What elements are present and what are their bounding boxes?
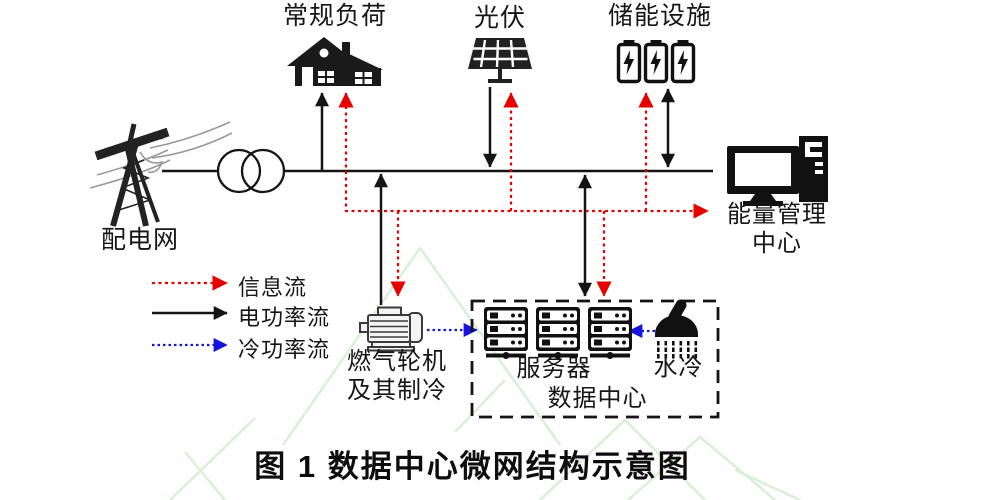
servers-label: 服务器 xyxy=(516,356,592,382)
battery-icon xyxy=(616,40,696,84)
turbine-label-line2: 及其制冷 xyxy=(347,378,447,404)
datacenter-box xyxy=(470,299,720,419)
emc-label-line2: 中心 xyxy=(752,231,802,257)
info-line-trunk xyxy=(338,92,709,219)
turbine-label-line1: 燃气轮机 xyxy=(347,349,447,375)
computer-icon xyxy=(727,136,828,206)
pv-label: 光伏 xyxy=(473,5,526,32)
shower-icon xyxy=(655,299,698,359)
emc-label: 能量管理 中心 xyxy=(718,201,836,259)
legend-item-power-flow: 电功率流 xyxy=(238,305,331,330)
load-label: 常规负荷 xyxy=(282,3,387,30)
house-icon xyxy=(287,37,383,86)
legend-item-cold-flow: 冷功率流 xyxy=(238,337,331,362)
transformer-icon xyxy=(216,148,286,194)
watermark-pattern xyxy=(169,245,801,500)
storage-label: 储能设施 xyxy=(607,3,712,30)
motor-icon xyxy=(359,306,423,352)
figure-caption: 图 1 数据中心微网结构示意图 xyxy=(254,449,691,484)
water-cooling-label: 水冷 xyxy=(653,355,704,381)
grid-tower-icon xyxy=(89,121,233,227)
grid-label: 配电网 xyxy=(100,227,179,254)
legend-swatches xyxy=(152,275,228,353)
emc-label-line1: 能量管理 xyxy=(727,202,827,228)
turbine-label: 燃气轮机 及其制冷 xyxy=(347,348,457,406)
datacenter-label: 数据中心 xyxy=(547,386,648,412)
legend-item-info-flow: 信息流 xyxy=(238,275,308,300)
server-rack-icon xyxy=(484,307,632,359)
solar-panel-icon xyxy=(468,38,532,83)
